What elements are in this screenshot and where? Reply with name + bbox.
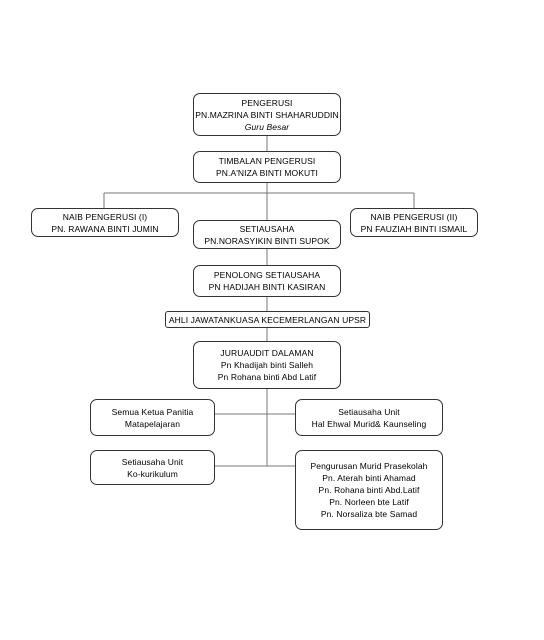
- timbalan-pengerusi-box: TIMBALAN PENGERUSI PN.A'NIZA BINTI MOKUT…: [193, 151, 341, 183]
- pengerusi-note: Guru Besar: [244, 121, 290, 132]
- juruaudit-name-2: Pn Rohana binti Abd Latif: [217, 372, 317, 382]
- naib2-name: PN FAUZIAH BINTI ISMAIL: [360, 223, 468, 234]
- unit-hem-line2: Hal Ehwal Murid& Kaunseling: [311, 418, 427, 429]
- ahli-role: AHLI JAWATANKUASA KECEMERLANGAN UPSR: [168, 314, 367, 325]
- unit-hem-line1: Setiausaha Unit: [338, 406, 400, 417]
- setiausaha-box: SETIAUSAHA PN.NORASYIKIN BINTI SUPOK: [193, 220, 341, 249]
- naib2-role: NAIB PENGERUSI (II): [370, 211, 458, 222]
- prasekolah-name-4: Pn. Norsaliza bte Samad: [320, 509, 418, 519]
- penolong-role: PENOLONG SETIAUSAHA: [213, 270, 321, 280]
- timbalan-name: PN.A'NIZA BINTI MOKUTI: [215, 168, 319, 178]
- penolong-name: PN HADIJAH BINTI KASIRAN: [208, 282, 326, 292]
- unit-kokurikulum-box: Setiausaha Unit Ko-kurikulum: [90, 450, 215, 485]
- prasekolah-box: Pengurusan Murid Prasekolah Pn. Aterah b…: [295, 450, 443, 530]
- ketua-panitia-line1: Semua Ketua Panitia: [111, 406, 194, 417]
- juruaudit-name-1: Pn Khadijah binti Salleh: [220, 360, 314, 370]
- pengerusi-role: PENGERUSI: [241, 97, 293, 108]
- setiausaha-name: PN.NORASYIKIN BINTI SUPOK: [204, 235, 330, 246]
- pengerusi-name: PN.MAZRINA BINTI SHAHARUDDIN: [195, 109, 339, 120]
- prasekolah-name-2: Pn. Rohana binti Abd.Latif: [318, 485, 420, 495]
- juruaudit-box: JURUAUDIT DALAMAN Pn Khadijah binti Sall…: [193, 341, 341, 389]
- setiausaha-role: SETIAUSAHA: [239, 223, 295, 234]
- naib-pengerusi-2-box: NAIB PENGERUSI (II) PN FAUZIAH BINTI ISM…: [350, 208, 478, 237]
- unit-koku-line2: Ko-kurikulum: [127, 468, 178, 479]
- prasekolah-title: Pengurusan Murid Prasekolah: [310, 461, 428, 471]
- ahli-jawatankuasa-box: AHLI JAWATANKUASA KECEMERLANGAN UPSR: [165, 311, 370, 328]
- naib1-role: NAIB PENGERUSI (I): [62, 211, 148, 222]
- ketua-panitia-box: Semua Ketua Panitia Matapelajaran: [90, 399, 215, 436]
- pengerusi-box: PENGERUSI PN.MAZRINA BINTI SHAHARUDDIN G…: [193, 93, 341, 136]
- penolong-setiausaha-box: PENOLONG SETIAUSAHA PN HADIJAH BINTI KAS…: [193, 265, 341, 297]
- ketua-panitia-line2: Matapelajaran: [124, 418, 181, 429]
- unit-koku-line1: Setiausaha Unit: [121, 456, 184, 467]
- prasekolah-name-1: Pn. Aterah binti Ahamad: [322, 473, 416, 483]
- juruaudit-role: JURUAUDIT DALAMAN: [220, 348, 314, 358]
- timbalan-role: TIMBALAN PENGERUSI: [218, 156, 316, 166]
- naib-pengerusi-1-box: NAIB PENGERUSI (I) PN. RAWANA BINTI JUMI…: [31, 208, 179, 237]
- prasekolah-name-3: Pn. Norleen bte Latif: [329, 497, 409, 507]
- unit-hem-box: Setiausaha Unit Hal Ehwal Murid& Kaunsel…: [295, 399, 443, 436]
- naib1-name: PN. RAWANA BINTI JUMIN: [51, 223, 159, 234]
